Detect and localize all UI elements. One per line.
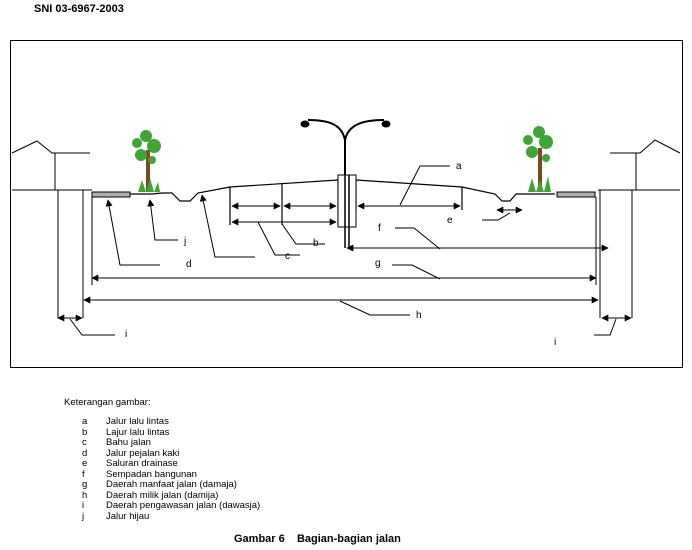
legend-title: Keterangan gambar: [64,397,151,408]
label-g: g [375,258,381,269]
leader-d [105,199,160,266]
leader-c [257,221,300,256]
leader-g [392,264,441,280]
label-f: f [378,223,381,234]
road-surface [130,179,555,225]
leader-h [339,300,410,316]
label-i-right: i [554,337,556,348]
leader-road-edge [199,194,255,258]
right-tree [523,126,553,192]
leader-e [482,212,511,221]
figure-frame [10,40,683,368]
leader-i-left [69,318,115,336]
figure-caption: Gambar 6 Bagian-bagian jalan [234,533,401,545]
label-i-left: i [125,329,127,340]
left-building [11,140,92,318]
median-street-lamp [300,119,391,248]
label-e: e [447,215,453,226]
road-cross-section-diagram: a b c d e f g h i i j [11,119,681,348]
leader-f [395,227,441,250]
leader-i-right [594,318,617,336]
label-h: h [416,310,422,321]
label-d: d [186,259,192,270]
document-header: SNI 03-6967-2003 [34,3,124,15]
right-building [598,139,681,318]
label-c: c [285,251,290,262]
left-tree [132,130,161,192]
leader-b [281,223,325,245]
leader-j [147,199,178,241]
label-j: j [183,236,186,247]
left-sidewalk-curb [91,191,131,198]
leader-a [399,165,450,206]
label-b: b [313,238,319,249]
label-a: a [456,161,462,172]
right-sidewalk-curb [556,191,596,198]
